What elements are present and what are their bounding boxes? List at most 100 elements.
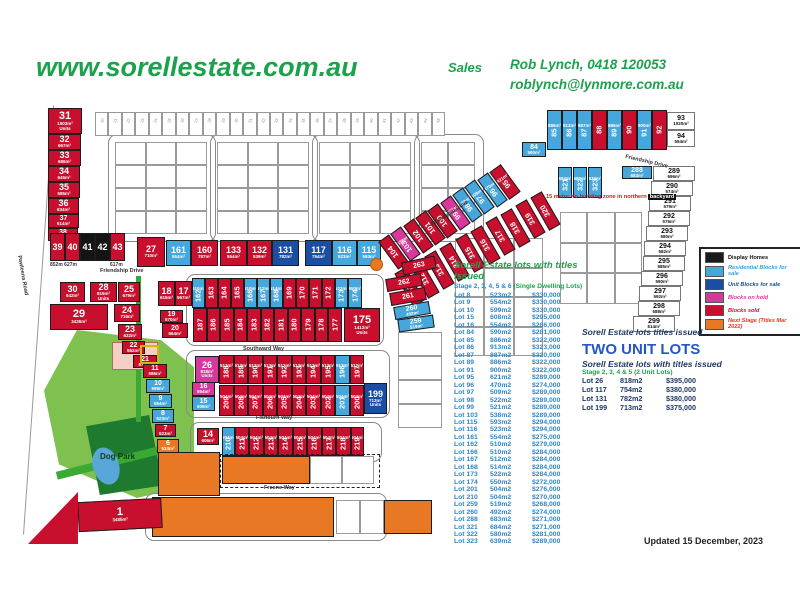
lot-cell: 27 xyxy=(189,112,203,136)
legend-item: Next Stage (Titles Mar 2022) xyxy=(701,317,800,331)
lot-cell xyxy=(614,212,642,243)
road-label: Southward Way xyxy=(243,346,285,352)
lot-43: 43 xyxy=(110,233,125,261)
road-label: Pawleena Road xyxy=(16,255,30,296)
lot-cell xyxy=(278,211,309,234)
street-block-outline xyxy=(186,274,384,346)
legend-item: Unit Blocks for sale xyxy=(701,278,800,291)
lot-cell xyxy=(115,211,146,234)
lot-cell xyxy=(115,165,146,188)
lot-cell xyxy=(176,142,207,165)
lot-cell: 22 xyxy=(121,112,136,136)
lot-cell xyxy=(319,165,350,188)
legend-item: Residential Blocks for sale xyxy=(701,264,800,278)
lot-cell xyxy=(145,142,177,165)
lot-cell xyxy=(349,142,381,165)
lot-cell xyxy=(145,188,177,211)
lot-cell: 21 xyxy=(108,112,122,136)
lot-41: 41 xyxy=(80,233,95,261)
lot-cell xyxy=(484,267,514,297)
two-unit-title: TWO UNIT LOTS xyxy=(582,341,701,358)
lot-cell: 45 xyxy=(431,112,445,136)
lot-cell: 25 xyxy=(162,112,176,136)
lot-cell: 42 xyxy=(391,112,405,136)
lot-area xyxy=(384,500,432,534)
legend-swatch xyxy=(705,252,724,263)
lot-cell xyxy=(176,211,207,234)
lot-39: 39 xyxy=(50,233,65,261)
lot-172: 172 xyxy=(322,278,335,308)
lot-cell xyxy=(278,142,309,165)
lot-cell xyxy=(176,188,207,211)
lot-184: 184 xyxy=(234,308,247,342)
next-stage-boundary xyxy=(220,454,380,488)
lot-cell: 33 xyxy=(269,112,284,136)
lot-cell xyxy=(587,242,615,274)
lot-cell xyxy=(115,188,146,211)
lot-cell xyxy=(176,165,207,188)
unlabeled-lot-grid xyxy=(319,142,411,234)
legend-label: Blocks sold xyxy=(728,307,760,314)
legend-label: Residential Blocks for sale xyxy=(728,265,787,277)
lot-42: 42 xyxy=(95,233,110,261)
lot-183: 183 xyxy=(247,308,261,342)
legend-item: Display Homes xyxy=(701,251,800,264)
lot-cell xyxy=(455,267,485,297)
legend-label: Blocks on hold xyxy=(728,294,769,301)
lot-cell: 36 xyxy=(310,112,324,136)
lot-92: 92 xyxy=(652,110,667,150)
lot-cell: 24 xyxy=(148,112,163,136)
lot-cell xyxy=(342,456,374,484)
website-url[interactable]: www.sorellestate.com.au xyxy=(36,52,358,82)
legend-swatch xyxy=(705,305,724,316)
lot-cell xyxy=(398,332,442,356)
lot-177: 177 xyxy=(328,308,342,342)
unlabeled-lot-grid xyxy=(560,212,642,304)
titles-issued-note: Sorell Estate lots titles issued xyxy=(582,327,703,337)
legend-label: Display Homes xyxy=(728,254,769,261)
lot-cell xyxy=(484,326,514,356)
lot-cell xyxy=(587,212,615,243)
lot-cell xyxy=(217,188,248,211)
